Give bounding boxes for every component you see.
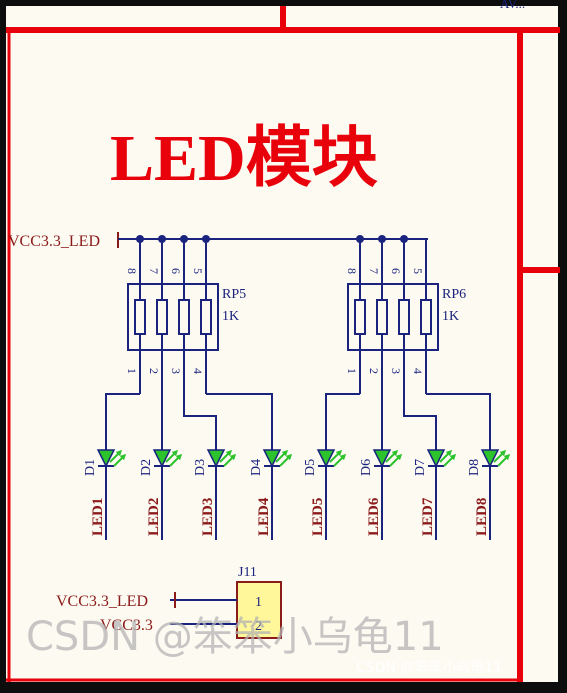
led-emission-arrow — [333, 453, 347, 467]
led-ref-label: D6 — [359, 459, 374, 476]
rp6-pin-top-4: 5 — [411, 268, 425, 274]
led-triangle — [96, 449, 116, 468]
rp5-pin-bottom-1: 1 — [125, 368, 139, 374]
resistor-pack-rp5: 8 7 6 5 1 2 3 4 RP5 1K — [125, 239, 246, 394]
resistor-pack-rp6: 8 7 6 5 1 2 3 4 RP6 1K — [345, 239, 466, 394]
j11-net-1: VCC3.3_LED — [56, 593, 148, 610]
led-net-label: LED1 — [90, 498, 106, 536]
led-emission-arrow — [275, 449, 289, 463]
page-title: LED模块 — [110, 122, 378, 195]
rp6-pin-bottom-3: 3 — [389, 368, 403, 374]
led-ref-label: D5 — [303, 459, 318, 476]
led-net-label: LED5 — [310, 498, 326, 536]
led-ref-label: D4 — [249, 459, 264, 476]
led-wiring — [105, 393, 491, 450]
connector-j11: J11 1 2 VCC3.3_LED VCC3.3 — [56, 565, 282, 639]
power-net-label-top: VCC3.3_LED — [8, 233, 100, 250]
leds-layer: D1LED1D2LED2D3LED3D4LED4D5LED5D6LED6D7LE… — [83, 449, 511, 540]
led-ref-label: D8 — [467, 459, 482, 476]
paper-background — [6, 6, 558, 682]
led-emission-arrow — [497, 453, 511, 467]
led-emission-arrow — [443, 453, 457, 467]
rp6-ref: RP6 — [442, 287, 466, 302]
rp6-pin-top-3: 6 — [389, 268, 403, 274]
rp6-value: 1K — [442, 309, 459, 324]
led-emission-arrow — [385, 449, 399, 463]
led-ref-label: D2 — [139, 459, 154, 476]
rp5-pin-top-4: 5 — [191, 268, 205, 274]
led-net-label: LED4 — [256, 497, 272, 536]
j11-net-2: VCC3.3 — [100, 617, 153, 634]
rp6-pin-bottom-2: 2 — [367, 368, 381, 374]
rp5-pin-bottom-4: 4 — [191, 368, 205, 374]
led-emission-arrow — [165, 449, 179, 463]
led-net-label: LED6 — [366, 497, 382, 536]
top-right-fragment: AV... — [500, 0, 525, 11]
led-emission-arrow — [113, 453, 127, 467]
led-emission-arrow — [389, 453, 403, 467]
led-triangle — [372, 449, 392, 468]
rp5-pin-top-3: 6 — [169, 268, 183, 274]
rp5-pin-top-2: 7 — [147, 268, 161, 274]
led-triangle — [480, 449, 500, 468]
led-emission-arrow — [493, 449, 507, 463]
led-triangle — [206, 449, 226, 468]
led-ref-label: D3 — [193, 459, 208, 476]
led-emission-arrow — [329, 449, 343, 463]
led-triangle — [152, 449, 172, 468]
led-net-label: LED8 — [474, 498, 490, 536]
led-triangle — [316, 449, 336, 468]
rp5-pin-top-1: 8 — [125, 268, 139, 274]
led-triangle — [426, 449, 446, 468]
j11-ref: J11 — [238, 565, 257, 580]
rp5-pin-bottom-2: 2 — [147, 368, 161, 374]
led-emission-arrow — [439, 449, 453, 463]
rp6-pin-bottom-4: 4 — [411, 368, 425, 374]
led-emission-arrow — [279, 453, 293, 467]
led-ref-label: D1 — [83, 459, 98, 476]
rp5-pin-bottom-3: 3 — [169, 368, 183, 374]
led-emission-arrow — [223, 453, 237, 467]
led-net-label: LED2 — [146, 498, 162, 536]
led-emission-arrow — [219, 449, 233, 463]
led-net-label: LED3 — [200, 498, 216, 536]
led-triangle — [262, 449, 282, 468]
led-ref-label: D7 — [413, 459, 428, 476]
sheet-frame — [6, 6, 560, 682]
led-net-label: LED7 — [420, 497, 436, 536]
rp6-pin-top-1: 8 — [345, 268, 359, 274]
watermark-corner: CSDN @笨笨小乌龟11 — [356, 660, 502, 676]
j11-pin-1: 1 — [255, 595, 262, 610]
rp5-ref: RP5 — [222, 287, 246, 302]
rp6-pin-top-2: 7 — [367, 268, 381, 274]
rp5-value: 1K — [222, 309, 239, 324]
watermark-center: CSDN @笨笨小乌龟11 — [26, 614, 444, 660]
rp6-pin-bottom-1: 1 — [345, 368, 359, 374]
j11-pin-2: 2 — [255, 619, 262, 634]
led-emission-arrow — [169, 453, 183, 467]
led-emission-arrow — [109, 449, 123, 463]
